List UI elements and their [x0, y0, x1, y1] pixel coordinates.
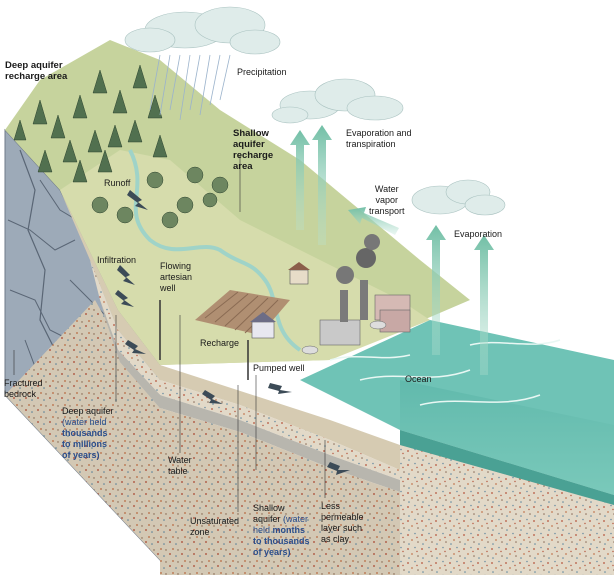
flow-arrows: [115, 190, 350, 475]
forest: [13, 64, 229, 229]
land-surface: [5, 40, 470, 365]
infiltration-label: Infiltration: [97, 255, 137, 265]
wells: [159, 300, 249, 380]
cloud-precipitation: [124, 6, 281, 55]
water-text: (water: [283, 514, 309, 524]
runoff-label: Runoff: [104, 178, 131, 188]
vapor-arrows: [290, 125, 494, 375]
rain: [149, 54, 231, 121]
leader-lines: [13, 155, 326, 512]
cloud-evaporation: [411, 179, 506, 216]
evaporation-label: Evaporation: [454, 229, 503, 239]
shallow-aquifer-word: aquifer: [253, 514, 284, 524]
ocean: [300, 320, 614, 505]
factory: [301, 234, 411, 355]
held-text: held: [253, 525, 273, 535]
shallow-aquifer-label: Shallow aquifer (water held months to th…: [253, 503, 310, 557]
precipitation-label: Precipitation: [237, 67, 287, 77]
recharge-label: Recharge: [200, 338, 240, 348]
deep-aquifer-label: Deep aquifer (water held thousands to mi…: [62, 406, 114, 460]
houses: [250, 262, 310, 339]
months-text: months: [272, 525, 306, 535]
pumped-well-label: Pumped well: [253, 363, 305, 373]
ocean-label: Ocean: [405, 374, 432, 384]
cloud-evap-transp: [271, 78, 404, 124]
